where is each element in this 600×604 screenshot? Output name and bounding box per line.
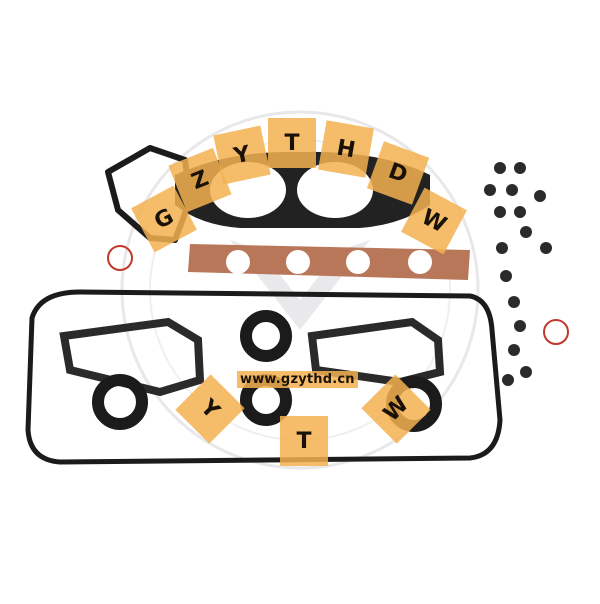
watermark-letter: T (280, 416, 328, 466)
watermark-letter: Y (213, 125, 271, 185)
watermark-url: www.gzythd.cn (237, 371, 358, 388)
watermark-letter: T (268, 118, 316, 168)
watermark-letter: H (318, 120, 374, 178)
